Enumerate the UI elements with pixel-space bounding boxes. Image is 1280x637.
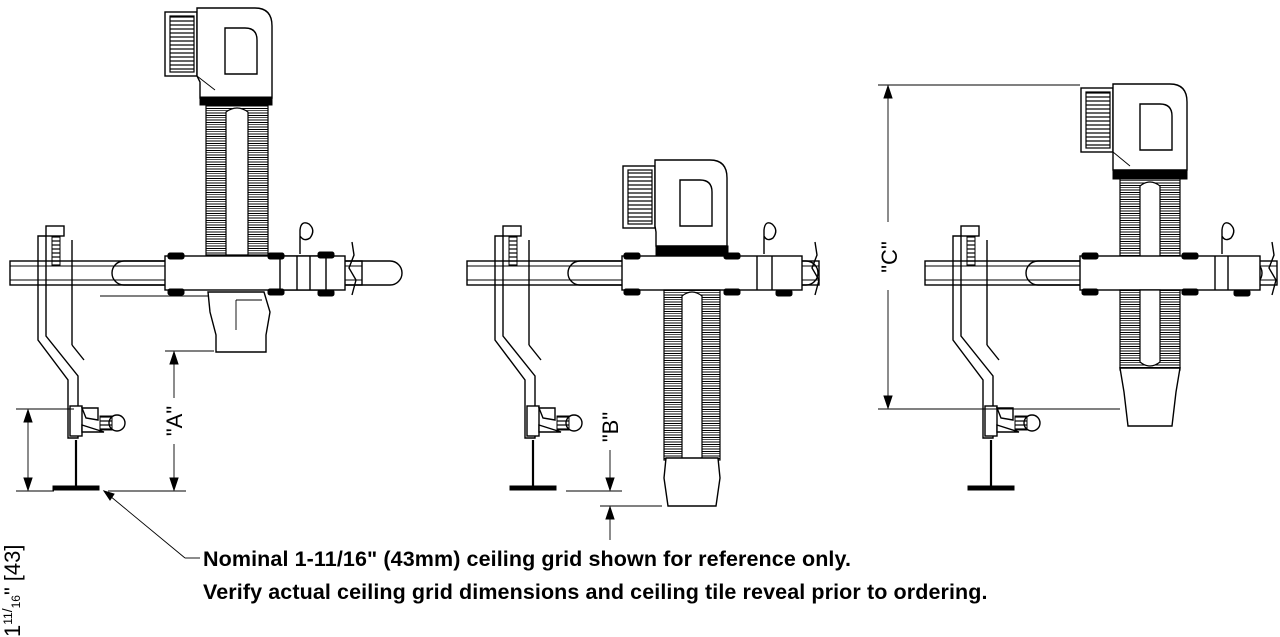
dimension-b: "B": [566, 412, 662, 540]
grid-height-metric: [43]: [0, 545, 25, 582]
hanger-bracket: [952, 225, 1041, 439]
grid-height-frac-num: 11: [1, 612, 15, 625]
assembly-a: "A": [9, 7, 403, 559]
elbow-connector: [1080, 83, 1188, 180]
elbow-connector: [164, 7, 273, 106]
flex-hose-lower: [663, 289, 721, 507]
flex-hose-upper: [1119, 178, 1181, 258]
note-line-1: Nominal 1-11/16" (43mm) ceiling grid sho…: [203, 547, 852, 571]
hanger-bracket: [494, 225, 583, 439]
grid-height-quote: ": [0, 587, 25, 595]
assembly-c: "C": [877, 83, 1278, 491]
dimension-c-label: "C": [877, 241, 902, 273]
dimension-a: "A": [108, 350, 214, 492]
note-leader: [102, 490, 200, 559]
grid-height-label: 111/16"[43]: [0, 545, 25, 637]
ceiling-grid-tee: [52, 440, 100, 491]
grid-height-whole: 1: [0, 625, 25, 637]
assembly-b: "B": [466, 159, 820, 540]
grid-height-frac-den: 16: [9, 595, 23, 609]
ceiling-grid-tee: [509, 440, 557, 491]
dimension-c: "C": [877, 84, 1120, 410]
elbow-connector: [622, 159, 729, 256]
dimension-b-label: "B": [598, 412, 623, 442]
outlet-spigot: [207, 291, 271, 353]
ceiling-grid-tee: [967, 440, 1015, 491]
dimension-grid-height: [16, 408, 74, 492]
support-bar: [466, 222, 820, 297]
support-bar: [9, 222, 403, 297]
flex-hose-upper: [205, 104, 269, 256]
dimension-a-label: "A": [162, 406, 187, 436]
note-line-2: Verify actual ceiling grid dimensions an…: [203, 580, 988, 604]
support-bar: [924, 222, 1278, 297]
hanger-bracket: [37, 225, 126, 439]
flex-hose-lower: [1119, 289, 1181, 427]
